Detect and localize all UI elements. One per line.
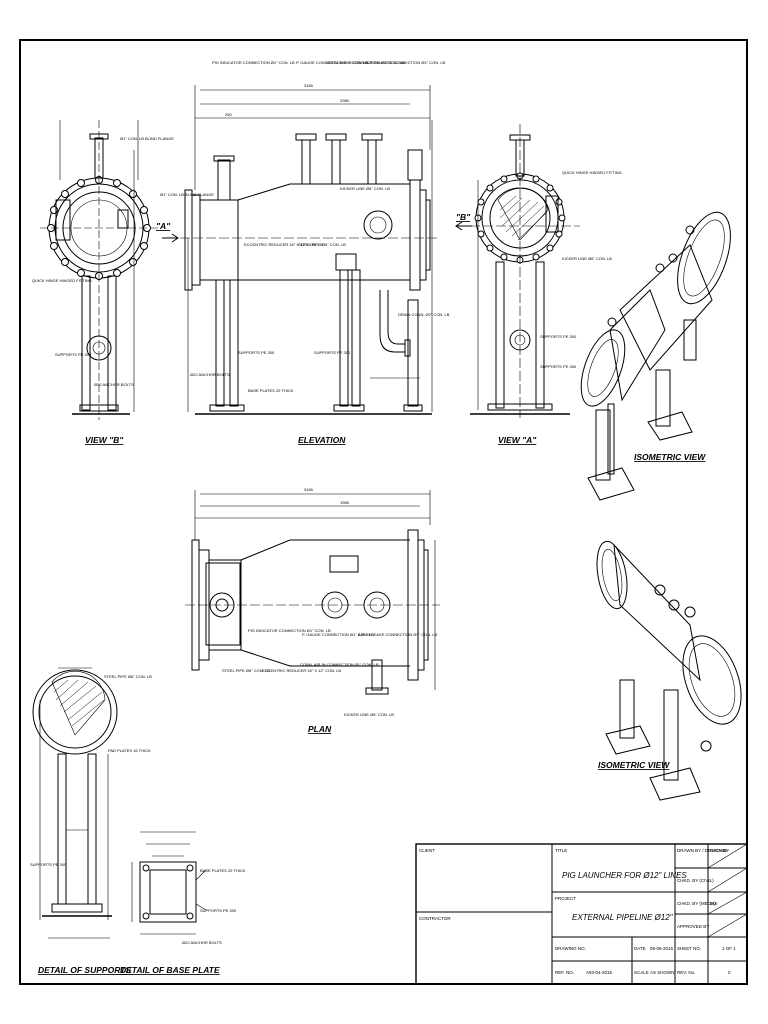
isometric-view-1-drawing [580,211,731,501]
title-value: PIG LAUNCHER FOR Ø12" LINES [562,871,687,880]
ref-no-label: REF. NO. [555,970,574,975]
dimension-250: 250 [225,112,232,117]
steel-pipe-callout-detail: STEEL PIPE Ø6" CON. LB [104,674,152,679]
steel-pipe-callout-plan: STEEL PIPE Ø6" CON. LB [222,668,270,673]
supports-callout-detail: SUPPORTS PE 300 [30,862,67,867]
sheet-border [19,39,748,985]
conn-air-callout: CONN. AIR IN CONNECTION Ø1" CON. LB [326,60,405,65]
title-label: TITLE [555,848,567,853]
rev-value: 0 [728,970,731,975]
blind-flange-callout: Ø1" CON. LB BLIND FLANGE [120,136,174,141]
pad-plates-callout: PAD PLATES 16 THICK [108,748,151,753]
pig-indicator-callout-plan: PIG INDICATOR CONNECTION Ø1" CON. LB [248,628,331,633]
supports-callout-elev-2: SUPPORTS PE 300 [314,350,351,355]
supports-callout-elev-1: SUPPORTS PE 300 [238,350,275,355]
ref-no-value: A93-04-2016 [586,970,613,975]
approved-by-label: APPROVED BY [677,924,709,929]
base-plates-callout-detail: BASE PLATES 20 THICK [200,868,246,873]
drawn-by-label: DRAWN BY / DESIGN BY [677,848,729,853]
detail-base-plate-drawing [131,831,207,935]
quick-hinged-callout-right: QUICK HINGE HINGED FITTING [562,170,622,175]
anchor-bolts-callout-elev: Ø22 ANCHOR BOLTS [190,372,230,377]
kicker-line-callout-a: KICKER LINE Ø6" CON. LB [562,256,612,261]
view-b-drawing [40,120,160,420]
conn-air-callout-plan: CONN. AIR IN CONNECTION Ø1" CON. LB [300,662,379,667]
overall-dimension-plan: 3165 [304,487,314,492]
drain-conn-callout: DRAIN CONN. Ø2" CON. LB [398,312,450,317]
base-plates-callout-elev: BASE PLATES 20 THICK [248,388,294,393]
project-label: PROJECT [555,896,576,901]
steel-pipe-callout: STEEL PIPE Ø6" CON. LB [298,242,346,247]
scale-label: SCALE [634,970,649,975]
project-value: EXTERNAL PIPELINE Ø12" [572,913,674,922]
supports-callout-base: SUPPORTS PE 300 [200,908,237,913]
marker-b: "B" [456,212,471,222]
drawing-no-label: DRAWING NO. [555,946,586,951]
air-release-callout: AIR RELEASE CONNECTION Ø1" CON. LB [366,60,446,65]
kicker-line-callout-plan: KICKER LINE Ø6" CON. LB [344,712,394,717]
date-value: 05-06-2016 [650,946,674,951]
isometric-view-2-label: ISOMETRIC VIEW [598,760,670,770]
p-gauge-callout-plan: P. GAUGE CONNECTION Ø1" CON. LB [302,632,374,637]
chkd-civil-label: CHKD. BY (CIVIL) [677,878,714,883]
marker-a-elevation: "A" [156,221,171,231]
p-gauge-callout: P. GAUGE CONNECTION Ø1" CON. LB [296,60,368,65]
anchor-bolts-callout-base: Ø22 ANCHOR BOLTS [182,940,222,945]
elevation-drawing [162,85,440,415]
air-release-callout-plan: AIR RELEASE CONNECTION Ø1" CON. LB [358,632,438,637]
isometric-view-2-drawing [596,540,742,801]
plan-drawing [185,490,440,695]
dimension-1985: 1985 [340,500,350,505]
elevation-label: ELEVATION [298,435,346,445]
view-b-label: VIEW "B" [85,435,124,445]
eccentric-reducer-callout: ECCENTRIC REDUCER 16" X 12" CON. LB [244,242,323,247]
chkd-mech-label: CHKD. BY (MECH) [677,901,716,906]
dimension-2080: 2080 [340,98,350,103]
drawn-by-value: RACHID [710,848,728,853]
view-a-label: VIEW "A" [498,435,537,445]
sheet-no-label: SHEET NO. [677,946,701,951]
quick-hinged-callout-left: QUICK HINGE HINGED FITTING [32,278,92,283]
isometric-view-1-label: ISOMETRIC VIEW [634,452,706,462]
blind-flange-callout-elev: Ø1" CON. LB BLIND FLANGE [160,192,214,197]
contractor-label: CONTRACTOR [419,916,451,921]
client-label: CLIENT [419,848,435,853]
title-block [415,843,748,985]
detail-base-plate-label: DETAIL OF BASE PLATE [120,965,220,975]
rev-label: REV. No. [677,970,695,975]
supports-callout-left: SUPPORTS PE 300 [55,352,92,357]
sheet-no-value: 1 OF 1 [722,946,736,951]
chkd-mech-value: BUI [710,901,718,906]
date-label: DATE [634,946,646,951]
kicker-line-callout: KICKER LINE Ø6" CON. LB [340,186,390,191]
supports-callout-a-1: SUPPORTS PE 300 [540,334,577,339]
anchor-bolts-callout-left: Ø22 ANCHOR BOLTS [94,382,134,387]
view-a-drawing [455,124,580,418]
plan-label: PLAN [308,724,332,734]
detail-supports-label: DETAIL OF SUPPORTS [38,965,131,975]
overall-dimension-elevation: 3165 [304,83,314,88]
pig-indicator-callout: PIG INDICATOR CONNECTION Ø1" CON. LB [212,60,295,65]
detail-supports-drawing [32,667,118,939]
scale-value: AS SHOWN [650,970,675,975]
eccentric-reducer-callout-plan: ECCENTRIC REDUCER 16" X 12" CON. LB [262,668,341,673]
supports-callout-a-2: SUPPORTS PE 300 [540,364,577,369]
